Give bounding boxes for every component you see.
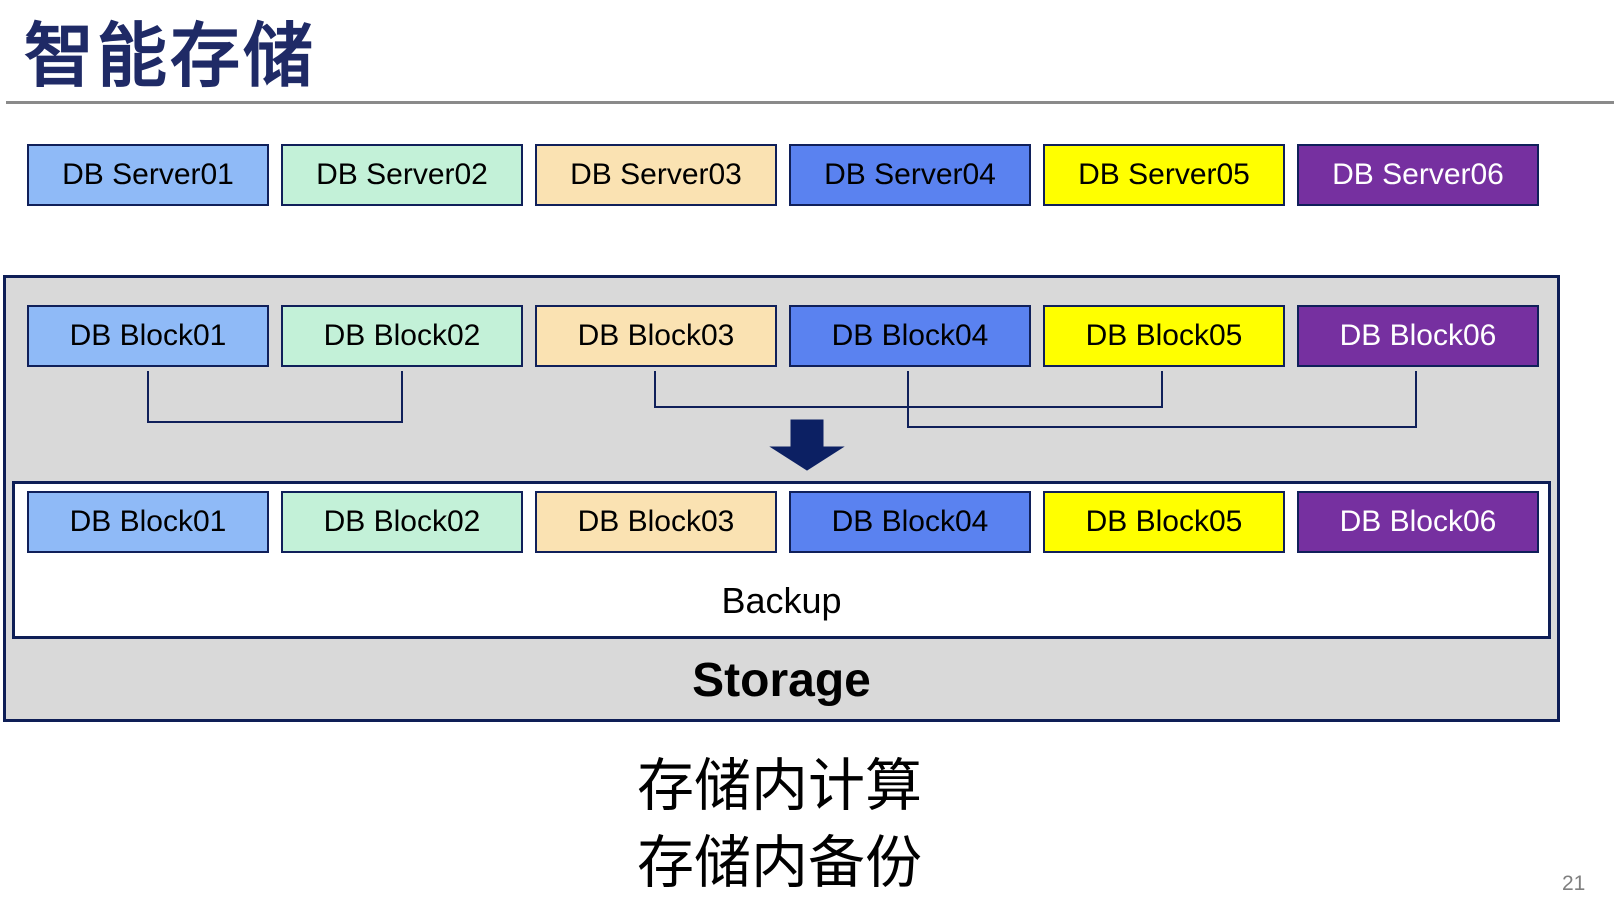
backup-block-box: DB Block04 [789, 491, 1031, 553]
block-connector-lines [147, 371, 1417, 471]
page-number: 21 [1562, 872, 1586, 895]
db-block-row: DB Block01 DB Block02 DB Block03 DB Bloc… [27, 305, 1539, 367]
backup-block-box: DB Block01 [27, 491, 269, 553]
slide-title: 智能存储 [24, 17, 316, 95]
db-server-row: DB Server01 DB Server02 DB Server03 DB S… [27, 144, 1539, 206]
backup-block-box: DB Block06 [1297, 491, 1539, 553]
db-server-box: DB Server04 [789, 144, 1031, 206]
db-block-box: DB Block04 [789, 305, 1031, 367]
db-block-box: DB Block05 [1043, 305, 1285, 367]
db-server-box: DB Server03 [535, 144, 777, 206]
db-block-box: DB Block01 [27, 305, 269, 367]
caption-line-1: 存储内计算 [637, 754, 922, 818]
storage-label: Storage [692, 654, 871, 707]
title-divider [6, 101, 1614, 104]
caption-line-2: 存储内备份 [637, 831, 922, 895]
caption-block: 存储内计算 存储内备份 [637, 748, 922, 902]
backup-block-box: DB Block02 [281, 491, 523, 553]
backup-block-box: DB Block05 [1043, 491, 1285, 553]
storage-container: DB Block01 DB Block02 DB Block03 DB Bloc… [3, 275, 1560, 722]
db-block-box: DB Block06 [1297, 305, 1539, 367]
backup-box: DB Block01 DB Block02 DB Block03 DB Bloc… [12, 481, 1551, 639]
db-block-box: DB Block03 [535, 305, 777, 367]
db-server-box: DB Server01 [27, 144, 269, 206]
db-server-box: DB Server05 [1043, 144, 1285, 206]
backup-label: Backup [721, 580, 842, 621]
db-server-box: DB Server02 [281, 144, 523, 206]
db-block-box: DB Block02 [281, 305, 523, 367]
backup-block-row: DB Block01 DB Block02 DB Block03 DB Bloc… [27, 491, 1539, 553]
down-arrow-icon [769, 419, 845, 471]
backup-block-box: DB Block03 [535, 491, 777, 553]
db-server-box: DB Server06 [1297, 144, 1539, 206]
